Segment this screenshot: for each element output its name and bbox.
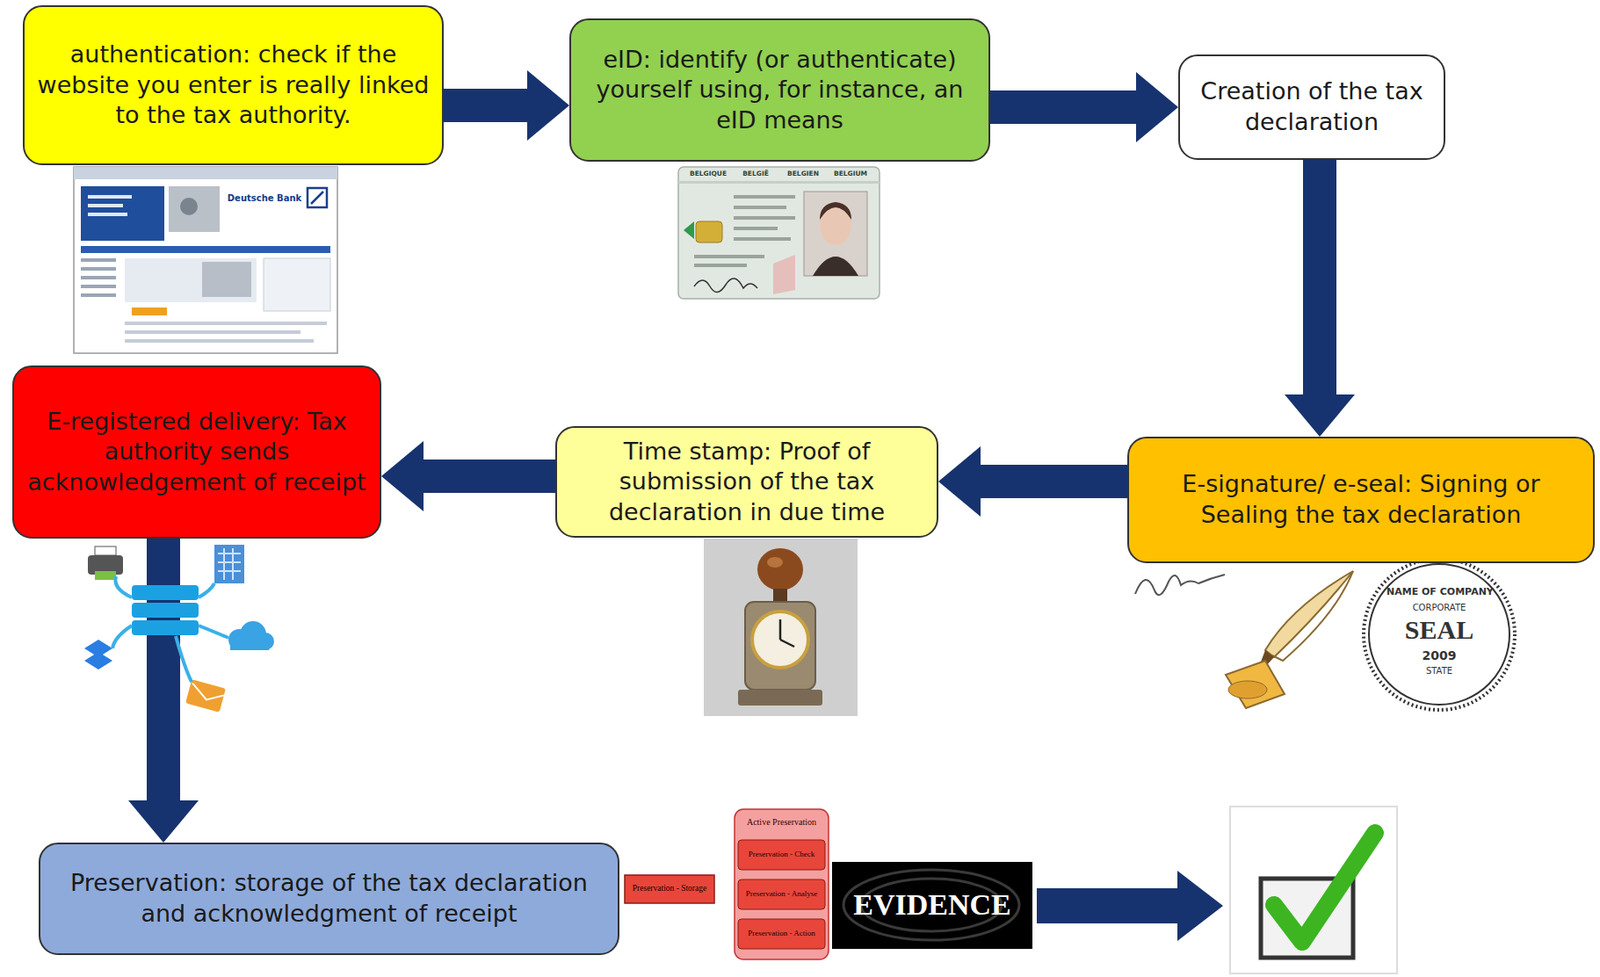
logo-text: Deutsche Bank <box>224 193 305 204</box>
flow-arrow <box>990 72 1179 143</box>
process-box: Creation of the tax declaration <box>1178 54 1446 160</box>
process-box: Preservation: storage of the tax declara… <box>38 842 620 956</box>
final-check <box>1036 806 1398 974</box>
preservation-heading: Active Preservation <box>734 817 829 828</box>
node-text: Preservation: storage of the tax declara… <box>52 868 606 929</box>
flow-arrow <box>443 70 570 141</box>
card-heading: BELGIUM <box>827 170 874 179</box>
seal-text: NAME OF COMPANY <box>1386 586 1492 599</box>
process-box: eID: identify (or authenticate) yourself… <box>569 18 991 162</box>
website-screenshot <box>73 166 338 354</box>
signature-and-seal <box>1135 558 1515 710</box>
flow-arrow <box>1284 159 1355 437</box>
delivery-icons <box>84 544 275 713</box>
flow-arrow <box>938 446 1128 517</box>
card-heading: BELGIË <box>732 170 779 179</box>
process-box: authentication: check if the website you… <box>22 5 444 166</box>
seal-text: CORPORATE <box>1395 602 1484 614</box>
seal-text: STATE <box>1412 666 1466 677</box>
time-stamp-picture <box>703 538 858 717</box>
node-text: Creation of the tax declaration <box>1192 76 1432 138</box>
node-text: E-registered delivery: Tax authority sen… <box>26 406 368 499</box>
process-box: Time stamp: Proof of submission of the t… <box>555 426 939 538</box>
flow-arrow <box>128 538 199 843</box>
preservation-tag: Preservation - Check <box>738 849 826 859</box>
flow-arrow <box>381 441 556 512</box>
seal-text: 2009 <box>1412 648 1466 663</box>
node-text: authentication: check if the website you… <box>36 39 430 131</box>
preservation-pictures <box>624 809 1033 960</box>
preservation-tag: Preservation - Action <box>738 928 826 938</box>
seal-text: SEAL <box>1377 615 1501 646</box>
id-card <box>678 166 880 299</box>
node-text: Time stamp: Proof of submission of the t… <box>569 436 925 529</box>
preservation-tag: Preservation - Storage <box>624 883 715 894</box>
process-box: E-registered delivery: Tax authority sen… <box>12 365 382 539</box>
card-heading: BELGIEN <box>780 170 826 179</box>
preservation-tag: Preservation - Analyse <box>738 889 826 898</box>
node-text: eID: identify (or authenticate) yourself… <box>583 44 977 137</box>
evidence-text: EVIDENCE <box>832 887 1033 922</box>
process-box: E-signature/ e-seal: Signing or Sealing … <box>1127 436 1595 564</box>
card-heading: BELGIQUE <box>685 170 732 179</box>
node-text: E-signature/ e-seal: Signing or Sealing … <box>1141 469 1581 530</box>
